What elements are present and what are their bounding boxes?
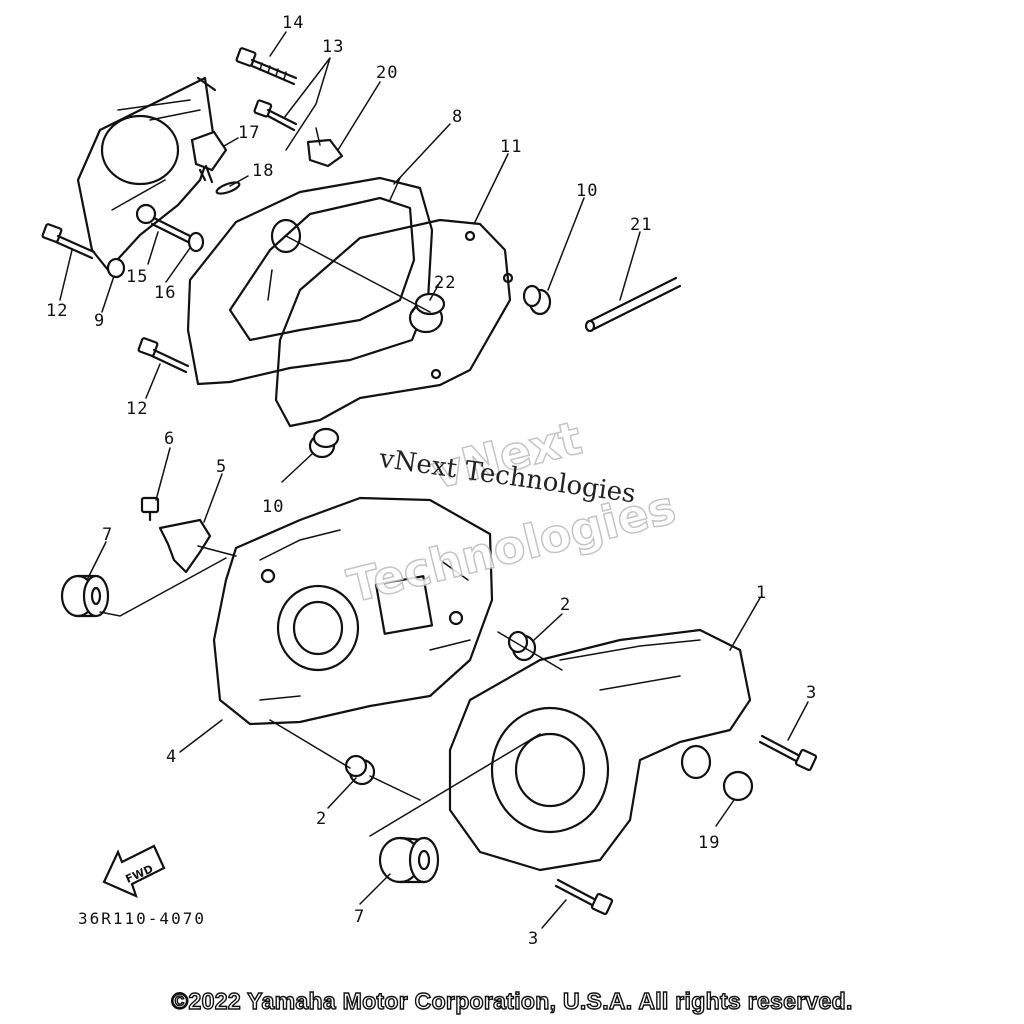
spacer-9 [106, 257, 126, 279]
pin-21 [584, 276, 682, 333]
dowel-2-lower [344, 754, 376, 786]
callout-labels: 14 13 20 17 8 11 18 10 21 22 15 16 9 12 … [46, 13, 817, 949]
callout-22: 22 [434, 273, 456, 293]
dowel-10-upper [522, 284, 552, 316]
bolt-3-lower [554, 878, 614, 916]
callout-10-upper: 10 [576, 181, 598, 201]
callout-10-lower: 10 [262, 497, 284, 517]
diagram-reference-code: 36R110-4070 [78, 909, 206, 928]
bearing-7-left [60, 574, 110, 618]
bolt-12-upper [41, 223, 96, 260]
crankcase-left-4 [212, 496, 494, 726]
callout-14: 14 [282, 13, 304, 33]
callout-2-upper: 2 [560, 595, 571, 615]
callout-16: 16 [154, 283, 176, 303]
callout-6: 6 [164, 429, 175, 449]
callout-7-upper: 7 [102, 525, 113, 545]
callout-1: 1 [756, 583, 767, 603]
callout-3-lower: 3 [528, 929, 539, 949]
callout-17: 17 [238, 123, 260, 143]
callout-12-lower: 12 [126, 399, 148, 419]
callout-8: 8 [452, 107, 463, 127]
callout-9: 9 [94, 311, 105, 331]
dowel-10-lower [308, 427, 340, 459]
bearing-7-lower [378, 836, 440, 884]
bolt-15 [135, 203, 192, 244]
bolt-14 [235, 47, 298, 86]
callout-18: 18 [252, 161, 274, 181]
forward-direction-arrow: FWD [102, 844, 166, 898]
callout-7-lower: 7 [354, 907, 365, 927]
bolt-6 [140, 496, 160, 522]
callout-20: 20 [376, 63, 398, 83]
dowel-22 [408, 292, 446, 334]
callout-3-right: 3 [806, 683, 817, 703]
bolt-12-lower [137, 337, 190, 374]
callout-19: 19 [698, 833, 720, 853]
callout-13: 13 [322, 37, 344, 57]
clip-20 [306, 127, 344, 168]
callout-12-upper: 12 [46, 301, 68, 321]
crankcase-right-1 [448, 628, 752, 872]
watermark: vNext Technologies vNext Technologies [341, 410, 681, 614]
o-ring-18 [215, 181, 241, 195]
callout-2-lower: 2 [316, 809, 327, 829]
bracket-5 [158, 518, 212, 574]
bolt-3-right [758, 734, 818, 772]
callout-11: 11 [500, 137, 522, 157]
crankcase-cover-8 [186, 176, 434, 386]
callout-21: 21 [630, 215, 652, 235]
leader-lines [59, 31, 809, 929]
sensor-17 [190, 130, 228, 184]
callout-15: 15 [126, 267, 148, 287]
bolt-13 [253, 99, 298, 132]
gasket-11 [274, 218, 514, 428]
washer-16 [187, 231, 205, 253]
callout-4: 4 [166, 747, 177, 767]
callout-5: 5 [216, 457, 227, 477]
copyright-notice: ©2022 Yamaha Motor Corporation, U.S.A. A… [171, 987, 853, 1014]
cap-19 [722, 770, 754, 802]
